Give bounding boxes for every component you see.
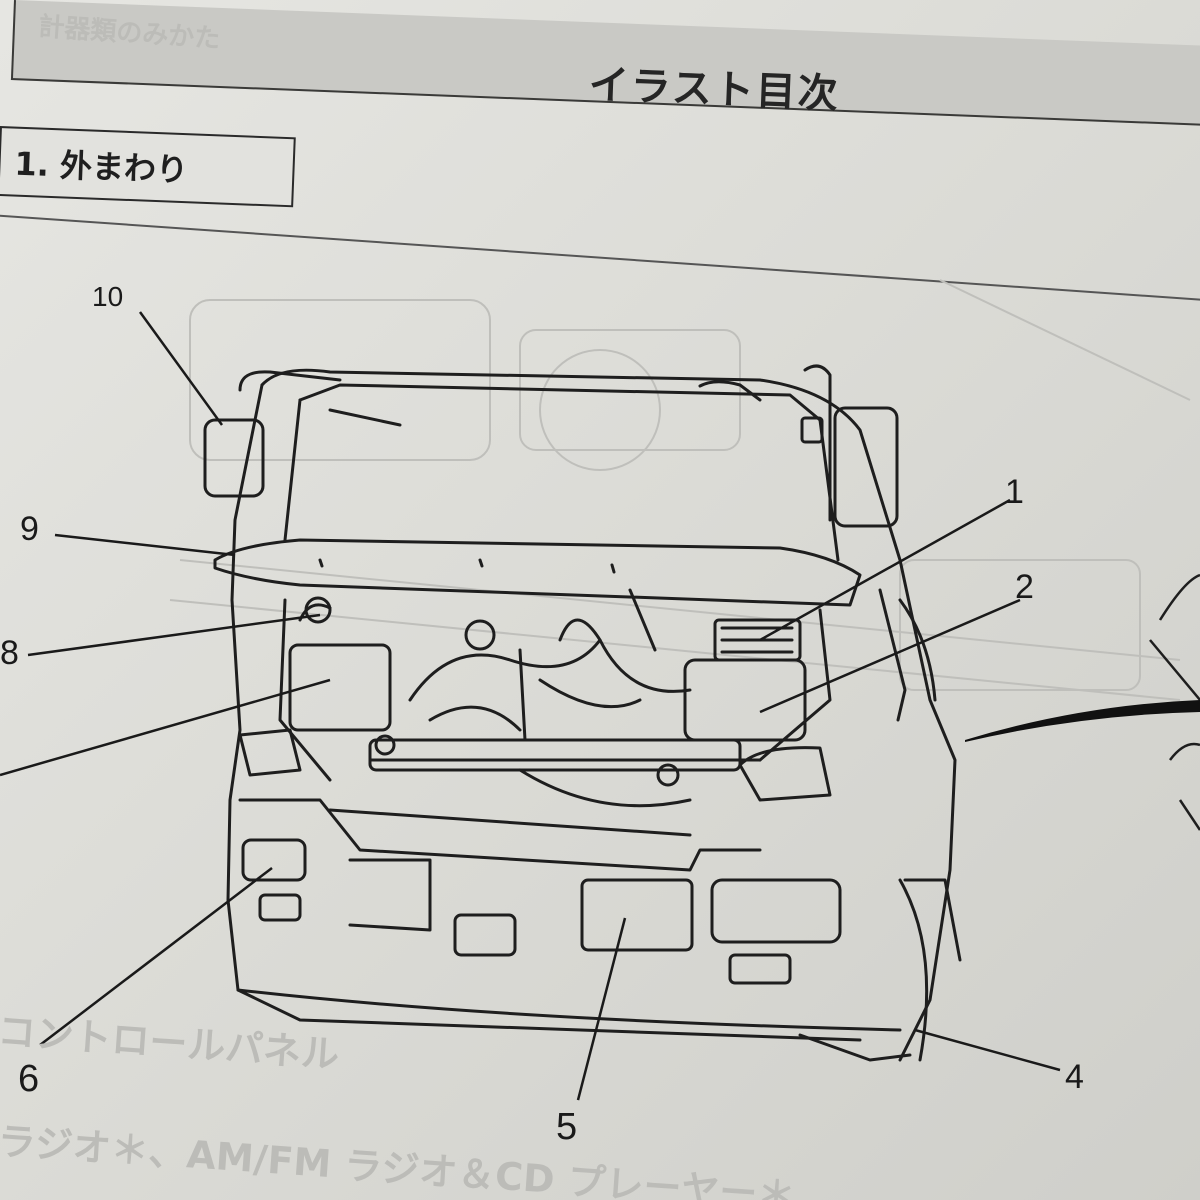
callout-2: 2 — [1015, 568, 1034, 606]
truck-outline — [203, 364, 962, 1062]
callout-9: 9 — [20, 510, 39, 548]
callout-4: 4 — [1065, 1058, 1084, 1096]
adjacent-illustration-fragment — [1149, 573, 1200, 831]
callout-10: 10 — [92, 281, 124, 312]
callout-1: 1 — [1005, 473, 1024, 511]
callout-8: 8 — [0, 634, 19, 672]
leader-lines — [0, 311, 1061, 1101]
callout-6: 6 — [18, 1058, 40, 1100]
pointer-wedge — [965, 700, 1200, 742]
callout-5: 5 — [556, 1106, 578, 1148]
bleed-through-drawing — [169, 279, 1191, 701]
